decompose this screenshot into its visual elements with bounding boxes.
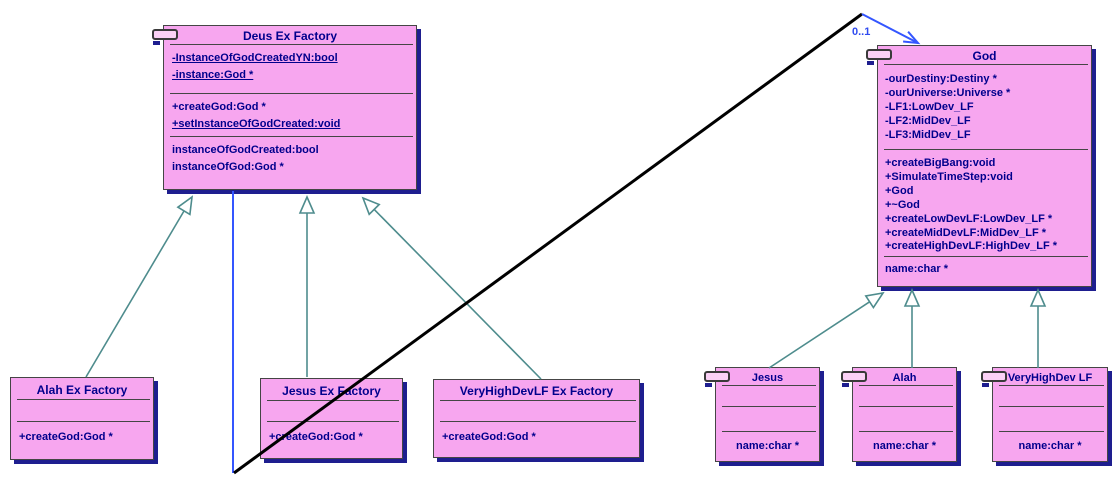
method-row: +createGod:God * bbox=[442, 431, 536, 443]
section-divider bbox=[859, 385, 953, 386]
attribute-row: -LF2:MidDev_LF bbox=[885, 114, 971, 127]
inheritance-arrow-alah-factory-to-deus bbox=[85, 195, 194, 378]
method-row: +setInstanceOfGodCreated:void bbox=[172, 118, 341, 130]
class-icon bbox=[152, 29, 182, 46]
attribute-row: -instance:God * bbox=[172, 69, 254, 81]
method-row: +SimulateTimeStep:void bbox=[885, 170, 1013, 183]
section-divider bbox=[999, 431, 1104, 432]
method-row: +createLowDevLF:LowDev_LF * bbox=[885, 212, 1053, 225]
method-row: +createMidDevLF:MidDev_LF * bbox=[885, 226, 1047, 239]
section-divider bbox=[884, 64, 1088, 65]
section-divider bbox=[859, 406, 953, 407]
class-box-alah-ex-factory[interactable]: Alah Ex Factory +createGod:God * bbox=[10, 377, 154, 460]
inheritance-arrow-alah-to-god bbox=[903, 288, 921, 368]
method-row: +God bbox=[885, 184, 914, 197]
class-title: VeryHighDevLF Ex Factory bbox=[459, 384, 614, 398]
section-divider bbox=[859, 431, 953, 432]
class-box-deus-ex-factory[interactable]: Deus Ex Factory -InstanceOfGodCreatedYN:… bbox=[152, 25, 417, 190]
inheritance-arrow-jesus-to-god bbox=[768, 291, 885, 369]
property-row: instanceOfGodCreated:bool bbox=[172, 144, 319, 156]
class-box-veryhighdevlf-ex-factory[interactable]: VeryHighDevLF Ex Factory +createGod:God … bbox=[433, 379, 640, 458]
section-divider bbox=[17, 421, 150, 422]
method-row: +createGod:God * bbox=[269, 431, 363, 443]
method-row: +createGod:God * bbox=[172, 101, 266, 113]
inheritance-arrow-vhd-to-god bbox=[1029, 288, 1047, 368]
property-row: name:char * bbox=[885, 263, 948, 275]
class-icon bbox=[841, 371, 871, 388]
property-row: name:char * bbox=[873, 440, 936, 452]
section-divider bbox=[999, 406, 1104, 407]
section-divider bbox=[884, 149, 1088, 150]
attribute-row: -LF3:MidDev_LF bbox=[885, 128, 971, 141]
class-box-veryhighdev-lf[interactable]: VeryHighDev LF name:char * bbox=[981, 367, 1108, 462]
method-row: +createHighDevLF:HighDev_LF * bbox=[885, 240, 1058, 253]
section-divider bbox=[884, 256, 1088, 257]
class-icon bbox=[866, 49, 896, 66]
class-title: Deus Ex Factory bbox=[242, 29, 338, 43]
class-box-alah[interactable]: Alah name:char * bbox=[841, 367, 957, 462]
property-row: name:char * bbox=[1018, 440, 1082, 452]
class-title: Alah bbox=[892, 372, 917, 384]
class-box-jesus[interactable]: Jesus name:char * bbox=[704, 367, 820, 462]
method-row: +createBigBang:void bbox=[885, 157, 996, 169]
section-divider bbox=[17, 399, 150, 400]
section-divider bbox=[999, 385, 1104, 386]
property-row: instanceOfGod:God * bbox=[172, 161, 284, 173]
class-title: God bbox=[972, 49, 997, 63]
class-box-jesus-ex-factory[interactable]: Jesus Ex Factory +createGod:God * bbox=[260, 378, 403, 459]
class-icon bbox=[704, 371, 734, 388]
class-icon bbox=[981, 371, 1011, 388]
inheritance-arrow-vhd-factory-to-deus bbox=[361, 196, 542, 380]
class-title: VeryHighDev LF bbox=[1007, 372, 1093, 384]
attribute-row: -LF1:LowDev_LF bbox=[885, 100, 974, 113]
association-multiplicity-label: 0..1 bbox=[852, 26, 871, 38]
class-box-god[interactable]: God -ourDestiny:Destiny * -ourUniverse:U… bbox=[866, 45, 1092, 287]
property-row: name:char * bbox=[736, 440, 799, 452]
class-title: Alah Ex Factory bbox=[36, 383, 128, 397]
inheritance-arrow-jesus-factory-to-deus bbox=[298, 195, 316, 377]
attribute-row: -ourUniverse:Universe * bbox=[885, 86, 1011, 99]
attribute-row: -ourDestiny:Destiny * bbox=[885, 73, 997, 85]
association-arrow-to-god bbox=[861, 13, 921, 45]
method-row: +createGod:God * bbox=[19, 431, 113, 443]
attribute-row: -InstanceOfGodCreatedYN:bool bbox=[172, 52, 338, 64]
class-title: Jesus Ex Factory bbox=[282, 384, 381, 398]
method-row: +~God bbox=[885, 198, 920, 211]
